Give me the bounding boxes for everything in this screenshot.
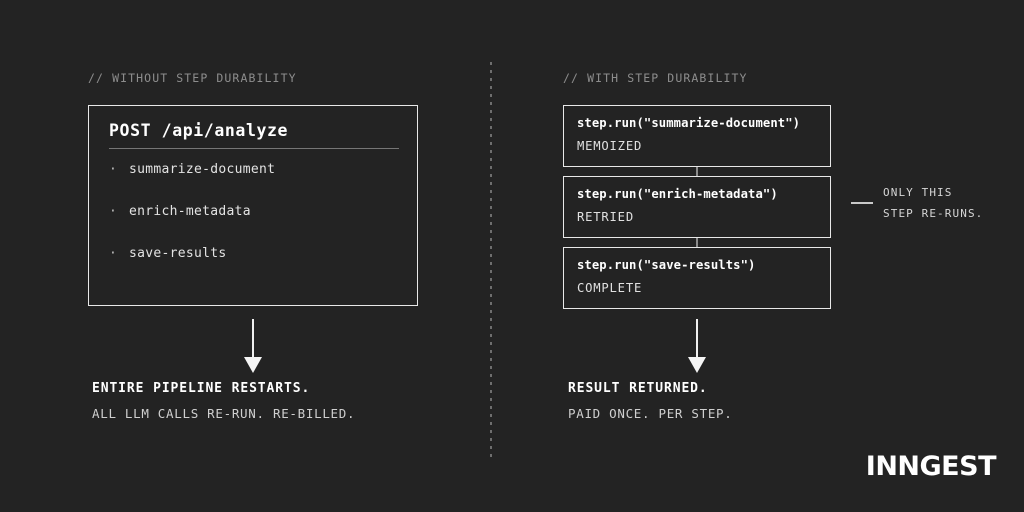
down-arrow-icon (686, 319, 708, 373)
step-call-expression: step.run("enrich-metadata") (577, 187, 778, 201)
center-divider (490, 62, 492, 462)
down-arrow-icon (242, 319, 264, 373)
callout-line-1: ONLY THIS (883, 186, 953, 199)
step-box-save-results: step.run("save-results") COMPLETE (563, 247, 831, 309)
outcome-subline: PAID ONCE. PER STEP. (568, 406, 733, 421)
step-call-expression: step.run("save-results") (577, 258, 756, 272)
outcome-headline: RESULT RETURNED. (568, 381, 708, 396)
monolith-endpoint-card: POST /api/analyze · summarize-document ·… (88, 105, 418, 306)
list-item: · enrich-metadata (109, 204, 399, 246)
step-call-expression: step.run("summarize-document") (577, 116, 801, 130)
step-connector (696, 167, 698, 176)
bullet-icon: · (109, 246, 118, 261)
outcome-subline: ALL LLM CALLS RE-RUN. RE-BILLED. (92, 406, 356, 421)
arrow-shaft (696, 319, 698, 359)
bullet-icon: · (109, 162, 118, 177)
callout-annotation: ONLY THIS STEP RE-RUNS. (851, 186, 983, 220)
card-divider (109, 148, 399, 149)
endpoint-title: POST /api/analyze (109, 121, 289, 140)
step-box-summarize-document: step.run("summarize-document") MEMOIZED (563, 105, 831, 167)
pipeline-step-label: save-results (129, 246, 227, 261)
list-item: · summarize-document (109, 162, 399, 204)
brand-logo: INNGEST (865, 451, 997, 482)
status-badge: RETRIED (577, 210, 634, 224)
arrow-head (244, 357, 262, 373)
status-badge: MEMOIZED (577, 139, 643, 153)
list-item: · save-results (109, 246, 399, 288)
status-badge: COMPLETE (577, 281, 643, 295)
callout-line-2: STEP RE-RUNS. (883, 207, 984, 220)
outcome-headline: ENTIRE PIPELINE RESTARTS. (92, 381, 311, 396)
pipeline-step-label: summarize-document (129, 162, 276, 177)
callout-leader-line (851, 202, 873, 204)
pipeline-step-list: · summarize-document · enrich-metadata ·… (109, 162, 399, 288)
callout-text: ONLY THIS STEP RE-RUNS. (883, 186, 983, 220)
outcome-without-durability: ENTIRE PIPELINE RESTARTS. ALL LLM CALLS … (92, 381, 355, 421)
step-connector (696, 238, 698, 247)
arrow-head (688, 357, 706, 373)
section-label-with-durability: // WITH STEP DURABILITY (563, 71, 748, 85)
step-box-enrich-metadata: step.run("enrich-metadata") RETRIED (563, 176, 831, 238)
pipeline-step-label: enrich-metadata (129, 204, 251, 219)
bullet-icon: · (109, 204, 118, 219)
arrow-shaft (252, 319, 254, 359)
section-label-without-durability: // WITHOUT STEP DURABILITY (88, 71, 297, 85)
outcome-with-durability: RESULT RETURNED. PAID ONCE. PER STEP. (568, 381, 733, 421)
